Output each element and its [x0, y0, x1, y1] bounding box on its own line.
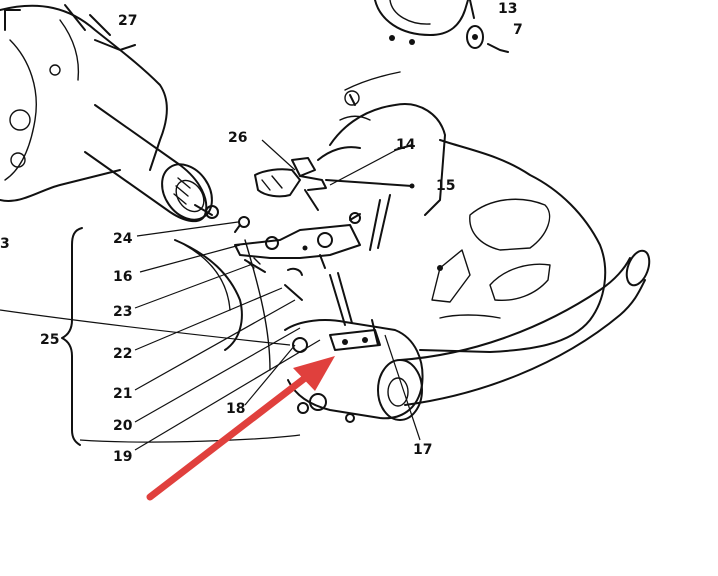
cover-plate — [329, 71, 446, 251]
callout-15: 15 — [436, 178, 455, 194]
base-assembly — [244, 239, 424, 423]
engine-housing — [0, 4, 168, 202]
bracket-25 — [0, 227, 301, 446]
callout-labels: 27 13 7 26 14 15 24 16 23 25 22 21 18 20… — [0, 1, 523, 465]
callout-22: 22 — [113, 346, 132, 362]
callout-17: 17 — [413, 442, 432, 458]
linkage-bracket — [254, 146, 415, 211]
callout-16: 16 — [113, 269, 132, 285]
callout-24: 24 — [113, 231, 133, 247]
callout-7: 7 — [513, 22, 523, 38]
red-arrow — [146, 356, 335, 501]
callout-21: 21 — [113, 386, 132, 402]
callout-14: 14 — [396, 137, 416, 153]
top-right-parts — [374, 0, 509, 53]
callout-27: 27 — [118, 13, 137, 29]
side-cover — [419, 139, 607, 353]
callout-18: 18 — [226, 401, 245, 417]
cylinder-shaft — [84, 104, 219, 223]
callout-23: 23 — [113, 304, 132, 320]
center-plate — [174, 212, 361, 351]
leader-lines — [134, 139, 421, 451]
lever-arm — [399, 249, 651, 406]
callout-26: 26 — [228, 130, 247, 146]
callout-20: 20 — [113, 418, 133, 434]
callout-3-partial: 3 — [0, 236, 10, 252]
callout-19: 19 — [113, 449, 132, 465]
callout-13: 13 — [498, 1, 517, 17]
callout-25: 25 — [40, 332, 59, 348]
